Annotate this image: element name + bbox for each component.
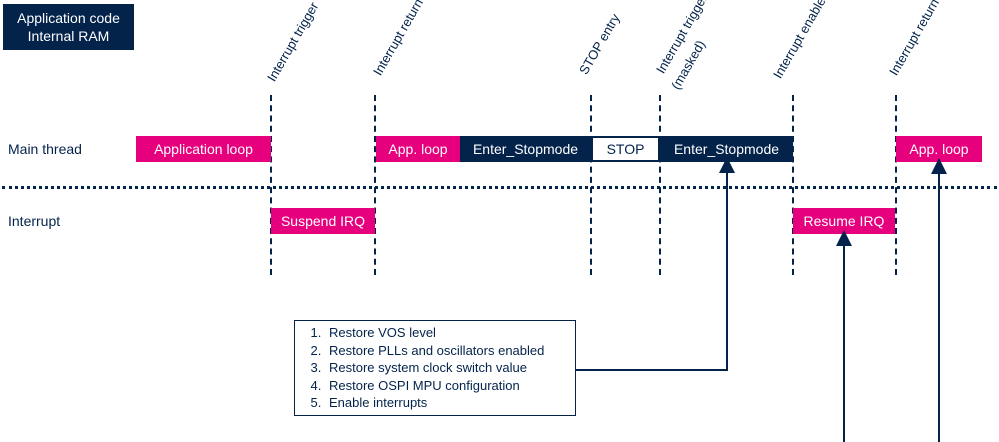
block-enter-stopmode-1: Enter_Stopmode (460, 136, 591, 162)
event-line-interrupt-trigger (270, 95, 272, 275)
restore-steps-list: Restore VOS level Restore PLLs and oscil… (303, 324, 567, 412)
row-label-main-thread: Main thread (8, 141, 82, 157)
step-item: Restore VOS level (325, 324, 567, 342)
event-line-interrupt-trigger-masked (659, 95, 661, 275)
thread-separator (2, 186, 997, 189)
block-resume-irq: Resume IRQ (793, 208, 895, 234)
step-item: Enable interrupts (325, 394, 567, 412)
step-item: Restore system clock switch value (325, 359, 567, 377)
title-line-1: Application code (17, 10, 120, 26)
restore-steps-box: Restore VOS level Restore PLLs and oscil… (294, 320, 576, 416)
step-item: Restore PLLs and oscillators enabled (325, 342, 567, 360)
event-line-stop-entry (590, 95, 592, 275)
block-suspend-irq: Suspend IRQ (271, 208, 375, 234)
arrow-steps-to-enter-stopmode (576, 157, 735, 371)
block-application-loop: Application loop (136, 136, 271, 162)
title-line-2: Internal RAM (27, 28, 110, 44)
step-item: Restore OSPI MPU configuration (325, 377, 567, 395)
block-app-loop-1: App. loop (376, 136, 460, 162)
block-app-loop-2: App. loop (896, 136, 982, 162)
title-box: Application code Internal RAM (3, 4, 134, 50)
row-label-interrupt: Interrupt (8, 213, 61, 229)
block-stop: STOP (591, 136, 660, 162)
event-line-interrupt-enable (792, 95, 794, 275)
event-line-interrupt-return-2 (895, 95, 897, 275)
event-line-interrupt-return-1 (374, 95, 376, 275)
